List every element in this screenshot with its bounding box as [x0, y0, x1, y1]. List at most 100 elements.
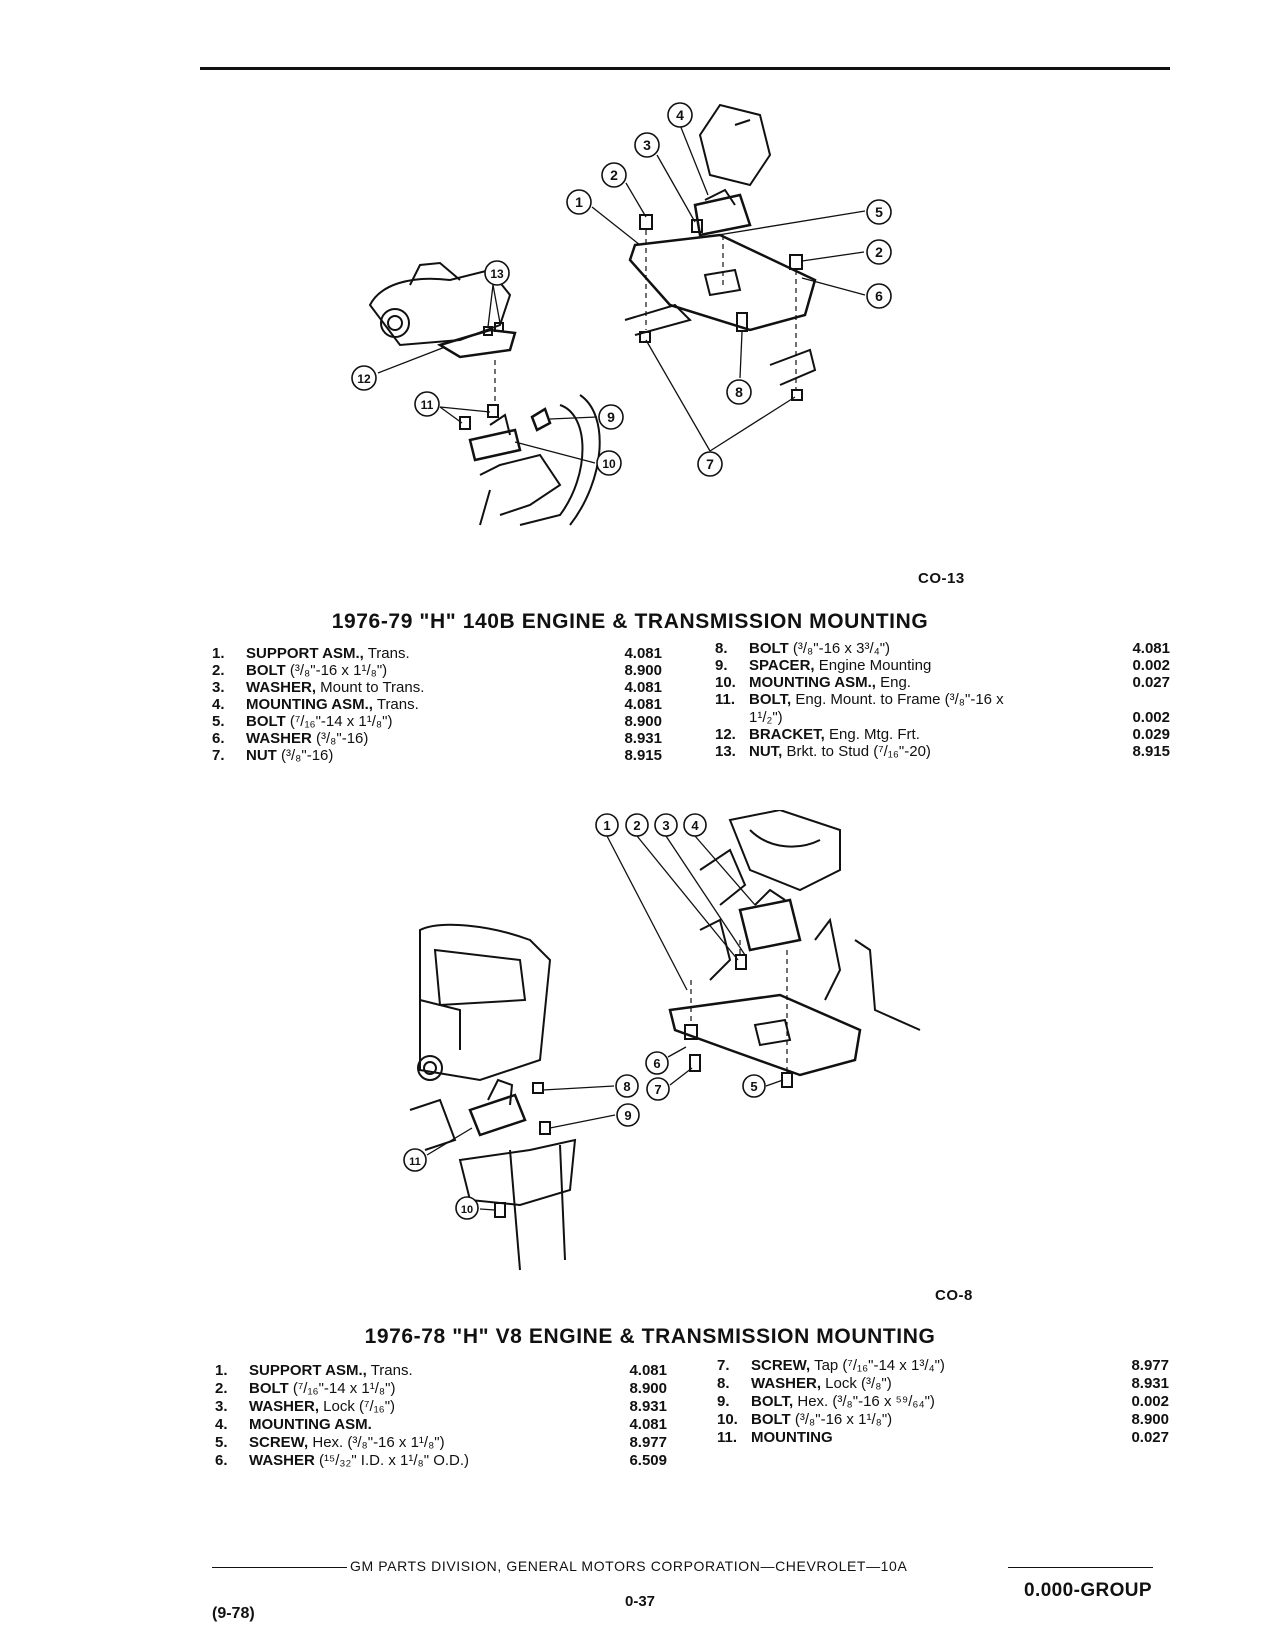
- part-description: Mount to Trans.: [316, 679, 425, 696]
- callout-label: 7: [654, 1082, 661, 1097]
- part-description: Hex. (³/₈"-16 x 1¹/₈"): [308, 1434, 445, 1451]
- part-description: Eng. Mount. to Frame (³/₈"-16 x: [791, 691, 1004, 708]
- part-row: 9.SPACER, Engine Mounting: [715, 657, 931, 675]
- parts-list-left: 1.SUPPORT ASM., Trans. 2.BOLT (³/₈"-16 x…: [212, 645, 662, 775]
- part-description: (⁷/₁₆"-14 x 1¹/₈"): [288, 1380, 396, 1397]
- part-name: SUPPORT ASM.,: [249, 1362, 367, 1379]
- part-code: 8.900: [1131, 1411, 1169, 1428]
- part-name: BOLT: [249, 1380, 289, 1397]
- part-number: 12.: [715, 726, 736, 743]
- part-number: 7.: [717, 1357, 730, 1374]
- part-name: SCREW,: [751, 1357, 811, 1374]
- callout-label: 1: [575, 194, 583, 210]
- callout-label: 2: [610, 167, 618, 183]
- callout-label: 12: [357, 372, 371, 386]
- part-row: 8.BOLT (³/₈"-16 x 3³/₄"): [715, 640, 890, 658]
- part-name: WASHER,: [246, 679, 317, 696]
- footer-rule-right: [1008, 1567, 1153, 1568]
- part-number: 4.: [215, 1416, 228, 1433]
- part-description: Tap (⁷/₁₆"-14 x 1³/₄"): [810, 1357, 945, 1374]
- part-description: Eng.: [875, 674, 911, 691]
- section-title: 1976-78 "H" V8 ENGINE & TRANSMISSION MOU…: [364, 1325, 936, 1348]
- header-rule: [200, 67, 1170, 70]
- parts-list-left: 1. SUPPORT ASM., Trans. 2.BOLT (⁷/₁₆"-14 …: [215, 1362, 667, 1477]
- callout-label: 5: [750, 1079, 757, 1094]
- part-row: 5.BOLT (⁷/₁₆"-14 x 1¹/₈"): [212, 713, 392, 731]
- part-row: 7.NUT (³/₈"-16): [212, 747, 333, 765]
- callout-label: 10: [461, 1204, 473, 1216]
- part-code: 8.915: [624, 747, 662, 764]
- callout-label: 4: [691, 818, 699, 833]
- part-code: 8.900: [624, 662, 662, 679]
- part-name: BOLT: [246, 662, 286, 679]
- parts-list-right: 8.BOLT (³/₈"-16 x 3³/₄") 9.SPACER, Engin…: [715, 640, 1175, 770]
- part-number: 6.: [212, 730, 225, 747]
- part-code: 8.977: [1131, 1357, 1169, 1374]
- callout-label: 9: [624, 1108, 631, 1123]
- part-description: 1¹/₂"): [749, 709, 783, 726]
- part-number: 5.: [212, 713, 225, 730]
- callout-label: 6: [875, 288, 883, 304]
- part-number: 9.: [717, 1393, 730, 1410]
- part-row: 3. WASHER, Mount to Trans.: [212, 679, 424, 697]
- part-description: Trans.: [372, 696, 419, 713]
- part-name: MOUNTING: [751, 1429, 833, 1446]
- part-code: 0.002: [1132, 709, 1170, 726]
- footer-publisher: GM PARTS DIVISION, GENERAL MOTORS CORPOR…: [350, 1558, 908, 1574]
- footer-rule-left: [212, 1567, 347, 1568]
- part-number: 5.: [215, 1434, 228, 1451]
- callout-label: 7: [706, 456, 714, 472]
- part-name: SUPPORT ASM.,: [246, 645, 364, 662]
- part-number: 9.: [715, 657, 728, 674]
- part-code: 8.900: [624, 713, 662, 730]
- part-row: 4.MOUNTING ASM.: [215, 1416, 372, 1434]
- part-description: Trans.: [363, 645, 410, 662]
- callout-label: 11: [421, 398, 434, 412]
- diagram-v8-mounting: 1 2 3 4 6 7 5 8 9 11 10: [403, 810, 921, 1271]
- part-description: Hex. (³/₈"-16 x ⁵⁹/₆₄"): [793, 1393, 935, 1410]
- part-name: NUT,: [749, 743, 783, 760]
- part-number: 11.: [717, 1429, 738, 1446]
- callout-label: 11: [409, 1156, 421, 1168]
- part-row: 6. WASHER (³/₈"-16): [212, 730, 368, 748]
- part-code: 4.081: [624, 679, 662, 696]
- part-row: 4.MOUNTING ASM., Trans.: [212, 696, 419, 714]
- part-code: 4.081: [1132, 640, 1170, 657]
- part-name: SPACER,: [749, 657, 815, 674]
- footer-date: (9-78): [212, 1605, 255, 1622]
- part-number: 2.: [212, 662, 225, 679]
- part-row: 2.BOLT (⁷/₁₆"-14 x 1¹/₈"): [215, 1380, 395, 1398]
- figure-code: CO-13: [918, 570, 965, 587]
- part-name: WASHER: [249, 1452, 315, 1469]
- parts-list-right: 7.SCREW, Tap (⁷/₁₆"-14 x 1³/₄") 8.WASHER…: [717, 1357, 1177, 1457]
- callout-label: 10: [602, 457, 616, 471]
- section-title: 1976-79 "H" 140B ENGINE & TRANSMISSION M…: [331, 610, 929, 633]
- part-row: 1.SUPPORT ASM., Trans.: [212, 645, 410, 663]
- part-row: 5. SCREW, Hex. (³/₈"-16 x 1¹/₈"): [215, 1434, 445, 1452]
- callout-label: 1: [603, 818, 610, 833]
- part-description: (⁷/₁₆"-14 x 1¹/₈"): [285, 713, 393, 730]
- callout-label: 5: [875, 204, 883, 220]
- part-description: (³/₈"-16): [311, 730, 369, 747]
- part-code: 6.509: [629, 1452, 667, 1469]
- part-row: 2.BOLT (³/₈"-16 x 1¹/₈"): [212, 662, 387, 680]
- part-row: 13.NUT, Brkt. to Stud (⁷/₁₆"-20): [715, 743, 931, 761]
- part-number: 1.: [215, 1362, 228, 1379]
- part-number: 3.: [212, 679, 225, 696]
- part-name: BOLT: [751, 1411, 791, 1428]
- part-description: Trans.: [366, 1362, 413, 1379]
- part-code: 8.931: [624, 730, 662, 747]
- part-name: SCREW,: [249, 1434, 309, 1451]
- part-code: 8.931: [1131, 1375, 1169, 1392]
- part-number: 13.: [715, 743, 736, 760]
- part-code: 0.027: [1131, 1429, 1169, 1446]
- callout-label: 8: [623, 1079, 630, 1094]
- part-name: WASHER: [246, 730, 312, 747]
- part-row: 11.BOLT, Eng. Mount. to Frame (³/₈"-16 x: [715, 691, 1004, 709]
- part-number: 7.: [212, 747, 225, 764]
- part-description: Lock (³/₈"): [821, 1375, 892, 1392]
- part-name: WASHER,: [249, 1398, 320, 1415]
- part-row: 7. SCREW, Tap (⁷/₁₆"-14 x 1³/₄"): [717, 1357, 945, 1375]
- part-number: 10.: [715, 674, 736, 691]
- group-number: 0.000-GROUP: [1024, 1580, 1152, 1601]
